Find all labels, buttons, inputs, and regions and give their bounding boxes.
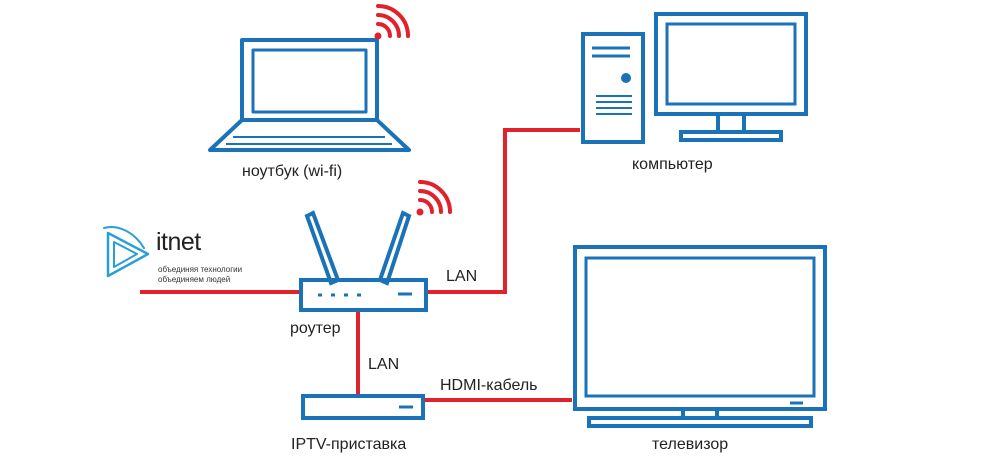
router-icon <box>299 210 428 312</box>
lan-label-computer: LAN <box>446 268 478 285</box>
router-label: роутер <box>290 320 341 337</box>
router-wifi-icon <box>416 180 452 216</box>
monitor-icon <box>654 12 808 142</box>
brand-tagline-1: объединяя технологии <box>158 265 243 274</box>
laptop-wifi-icon <box>374 4 410 40</box>
iptv-box-icon <box>301 394 425 420</box>
pc-tower-icon <box>581 32 645 144</box>
lan-label-iptv: LAN <box>368 356 400 373</box>
brand-tagline-2: объединяем людей <box>158 275 231 284</box>
computer-label: компьютер <box>632 156 713 173</box>
cables <box>140 128 580 402</box>
itnet-logo-icon <box>103 226 150 278</box>
iptv-label: IPTV-приставка <box>291 436 407 453</box>
laptop-icon <box>208 38 411 152</box>
brand-name: itnet <box>156 228 201 256</box>
tv-label: телевизор <box>652 436 729 453</box>
laptop-label: ноутбук (wi-fi) <box>242 163 343 180</box>
cable-router-computer <box>428 128 580 294</box>
hdmi-label: HDMI-кабель <box>440 377 538 394</box>
tv-icon <box>573 245 827 428</box>
